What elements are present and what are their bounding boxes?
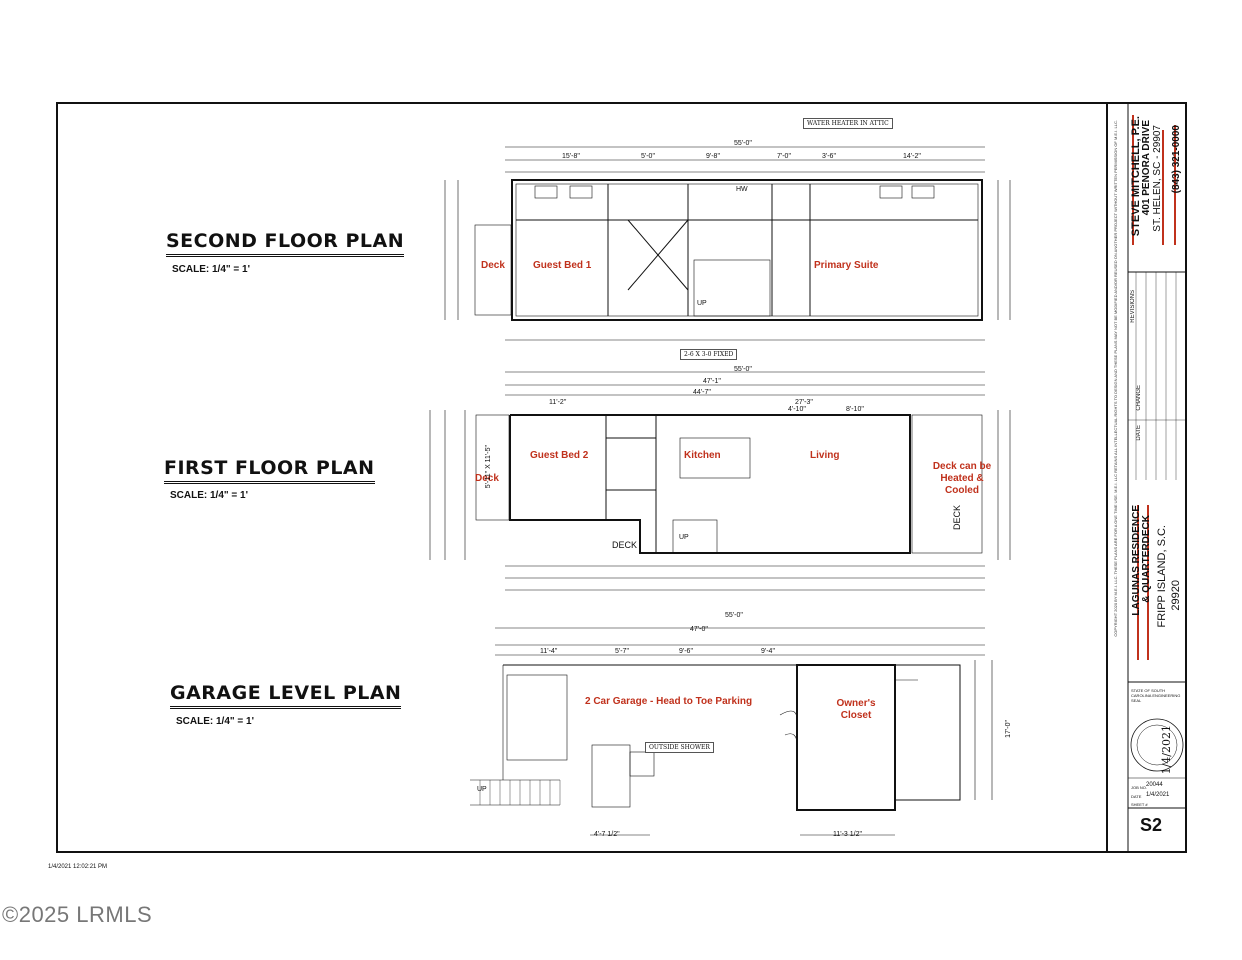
note-outside-shower: OUTSIDE SHOWER [645,742,714,753]
dim-first-b: 27'-3" [795,399,813,406]
note-water-heater: WATER HEATER IN ATTIC [803,118,893,129]
dim-first-inner: 44'-7" [693,389,711,396]
tb-seal-date: 1/4/2021 [1160,725,1173,775]
room-owners-closet: Owner's Closet [836,698,876,721]
tb-copyright: COPYRIGHT 2020 BY M.E.I. LLC. THESE PLAN… [1113,120,1118,637]
room-living: Living [810,450,840,461]
tb-change-col: CHANGE [1136,385,1142,411]
tb-city: ST. HELEN, SC - 29907 [1152,125,1163,232]
room-deck-first: Deck [475,473,499,484]
first-floor-scale: SCALE: 1/4" = 1' [170,490,248,501]
second-floor-scale: SCALE: 1/4" = 1' [172,264,250,275]
dim-garage-c: 9'-6" [679,648,693,655]
tb-date-col: DATE [1136,425,1142,441]
room-deck-heated: Deck can be Heated & Cooled [932,461,992,496]
dim-bottom-b: 11'-3 1/2" [833,831,862,838]
print-timestamp: 1/4/2021 12:02:21 PM [48,864,108,870]
dim-second-f: 14'-2" [903,153,921,160]
dim-bedroom: 5'-11" X 11'-5" [485,445,492,489]
second-floor-plan-title: SECOND FLOOR PLAN [166,230,405,257]
dim-bottom-a: 4'-7 1/2" [594,831,620,838]
label-up-first: UP [679,534,689,541]
garage-level-plan-title: GARAGE LEVEL PLAN [170,682,402,709]
room-deck-upper: Deck [481,260,505,271]
label-hw: HW [736,186,748,193]
tb-sheet-label: SHEET # [1131,802,1148,807]
dim-first-overall: 55'-0" [734,366,752,373]
label-deck-bottom: DECK [612,540,638,550]
drawing-frame [56,102,1187,853]
label-up-garage: UP [477,786,487,793]
listing-watermark: ©2025 LRMLS [2,902,153,927]
first-floor-plan-title: FIRST FLOOR PLAN [164,457,375,484]
title-block [1106,102,1187,853]
dim-garage-overall: 55'-0" [725,612,743,619]
note-window-fixed: 2-6 X 3-0 FIXED [680,349,738,360]
tb-job-label: JOB NO. [1131,785,1148,790]
tb-sheet-number: S2 [1140,815,1163,835]
tb-seal-title: STATE OF SOUTH CAROLINA ENGINEERING SEAL [1131,688,1181,703]
tb-location: FRIPP ISLAND, S.C. [1156,525,1168,628]
dim-second-d: 7'-0" [777,153,791,160]
dim-second-a: 15'-8" [562,153,580,160]
dim-first-overall-inner: 47'-1" [703,378,721,385]
dim-garage-inner: 47'-0" [690,626,708,633]
label-deck-side: DECK [952,505,962,531]
label-up-second: UP [697,300,707,307]
tb-residence2: & QUARTERDECK [1141,515,1152,603]
room-kitchen: Kitchen [684,450,721,461]
room-guest-bed-2: Guest Bed 2 [530,450,589,461]
tb-zip: 29920 [1170,580,1182,611]
dim-first-a: 11'-2" [549,399,567,406]
dim-second-c: 9'-8" [706,153,720,160]
dim-first-d: 8'-10" [846,406,864,413]
tb-phone: (843) 321-0000 [1171,125,1182,194]
dim-garage-depth: 17'-0" [1005,720,1012,738]
dim-second-overall: 55'-0" [734,140,752,147]
room-garage: 2 Car Garage - Head to Toe Parking [585,696,753,707]
tb-job-no: 20044 [1146,782,1163,788]
tb-revisions: REVISIONS [1130,290,1136,323]
dim-second-b: 5'-0" [641,153,655,160]
dim-garage-a: 11'-4" [540,648,558,655]
dim-second-e: 3'-6" [822,153,836,160]
tb-date-label: DATE [1131,794,1142,799]
dim-garage-b: 5'-7" [615,648,629,655]
garage-level-scale: SCALE: 1/4" = 1' [176,716,254,727]
room-guest-bed-1: Guest Bed 1 [533,260,592,271]
room-primary-suite: Primary Suite [814,260,879,271]
tb-date: 1/4/2021 [1146,792,1170,798]
dim-first-c: 4'-10" [788,406,806,413]
tb-address: 401 PENORA DRIVE [1141,120,1152,216]
dim-garage-d: 9'-4" [761,648,775,655]
